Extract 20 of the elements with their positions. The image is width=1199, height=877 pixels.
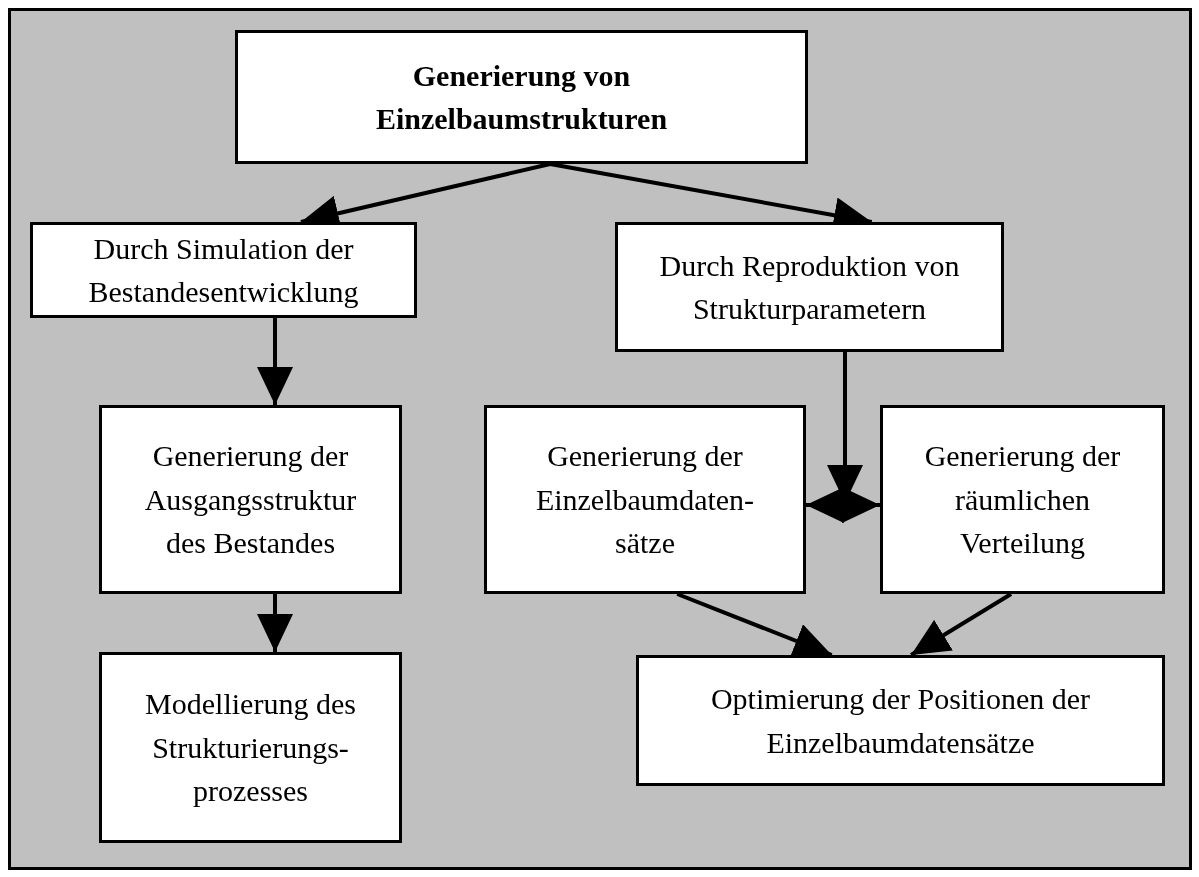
process-box: [99, 652, 402, 843]
box-label: Generierung der Ausgangsstruktur des Bestandes: [143, 438, 358, 562]
arrow: [257, 318, 293, 405]
box-label: Modellierung des Strukturierungs-prozesses: [144, 686, 357, 810]
process-box: [235, 30, 808, 164]
box-label: Generierung von Einzelbaumstrukturen: [374, 57, 669, 137]
arrow: [806, 487, 845, 523]
box-label: Durch Simulation der Bestandesentwicklung: [87, 230, 360, 310]
process-box: [880, 405, 1165, 594]
process-box: [636, 655, 1165, 786]
box-label: Generierung der räumlichen Verteilung: [923, 438, 1122, 562]
box-label: Durch Reproduktion von Strukturparametern: [658, 247, 961, 327]
process-box: [484, 405, 806, 594]
process-box: [99, 405, 402, 594]
box-label: Generierung der Einzelbaumdaten-sätze: [534, 438, 756, 562]
box-label: Optimierung der Positionen der Einzelbaumdatensätze: [709, 681, 1092, 761]
arrow: [257, 594, 293, 652]
process-box: [30, 222, 417, 318]
arrow: [910, 592, 1013, 657]
process-box: [615, 222, 1004, 352]
